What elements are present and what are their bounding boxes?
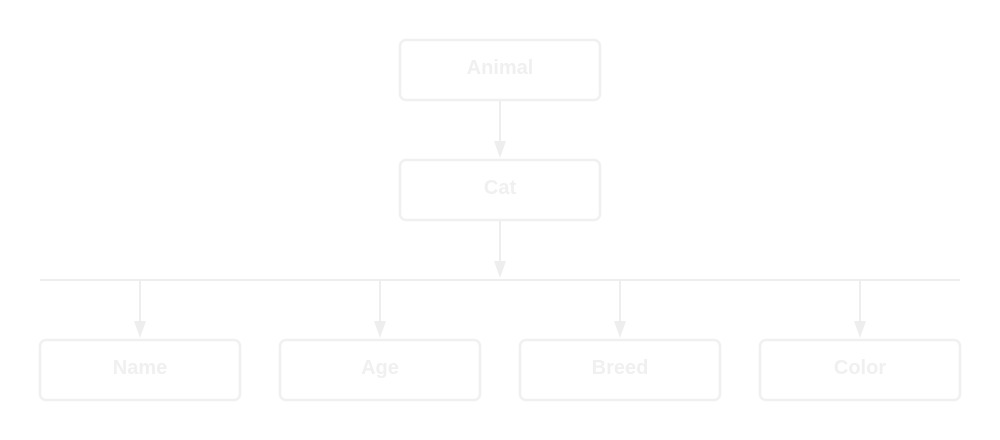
- node-breed[interactable]: Breed: [518, 338, 722, 402]
- node-label-animal: Animal: [467, 57, 534, 79]
- arrowhead-age: [374, 321, 386, 338]
- arrowhead-breed: [614, 321, 626, 338]
- node-label-color: Color: [834, 357, 886, 379]
- node-label-name: Name: [113, 357, 167, 379]
- arrowhead-name: [134, 321, 146, 338]
- node-box-breed: [518, 338, 722, 402]
- node-label-cat: Cat: [484, 177, 517, 199]
- node-box-age: [278, 338, 482, 402]
- node-box-cat: [398, 158, 602, 222]
- node-box-animal: [398, 38, 602, 102]
- arrowhead-cat: [494, 141, 506, 158]
- node-box-name: [38, 338, 242, 402]
- node-age[interactable]: Age: [278, 338, 482, 402]
- node-animal[interactable]: Animal: [398, 38, 602, 102]
- arrowhead-bus: [494, 261, 506, 278]
- node-box-color: [758, 338, 962, 402]
- arrowhead-color: [854, 321, 866, 338]
- node-label-breed: Breed: [592, 357, 649, 379]
- node-cat[interactable]: Cat: [398, 158, 602, 222]
- node-label-age: Age: [361, 357, 399, 379]
- node-color[interactable]: Color: [758, 338, 962, 402]
- connectors: [40, 101, 960, 338]
- node-name[interactable]: Name: [38, 338, 242, 402]
